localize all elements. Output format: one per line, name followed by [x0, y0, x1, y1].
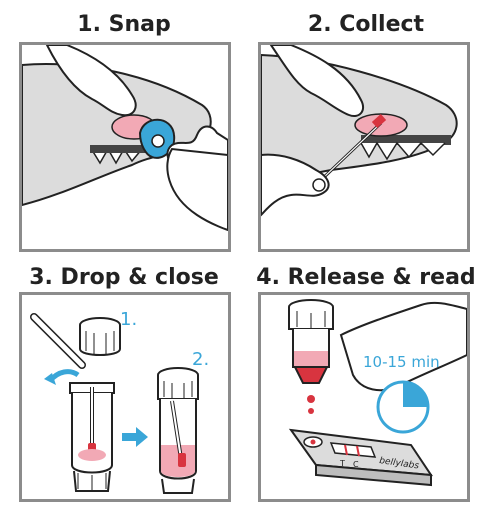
timer-icon: [376, 380, 430, 434]
sub-label-2: 2.: [192, 349, 209, 370]
step-1-panel: [19, 42, 231, 252]
step-3-panel: 1. 2.: [19, 292, 231, 502]
closed-tube-icon: [157, 367, 199, 494]
arrow-right-icon: [122, 427, 148, 447]
step-3-title: 3. Drop & close: [29, 265, 219, 290]
collect-illustration: [261, 45, 458, 217]
hand-icon: [339, 301, 467, 392]
test-marker-t: T: [339, 459, 345, 468]
step-4-title: 4. Release & read: [256, 265, 476, 290]
test-cassette-icon: T C bellylabs: [288, 428, 433, 487]
step-1-title: 1. Snap: [77, 12, 171, 37]
hand-icon: [269, 45, 365, 117]
step-2-panel: [258, 42, 470, 252]
cap-icon: [79, 317, 121, 356]
snap-illustration: [22, 45, 228, 232]
tube-icon: [288, 299, 334, 414]
step-2-title: 2. Collect: [307, 12, 425, 37]
test-marker-c: C: [353, 460, 359, 469]
step-4-panel: 10-15 min T C bellylabs: [258, 292, 470, 502]
sub-label-1: 1.: [120, 309, 137, 330]
release-read-illustration: 10-15 min T C bellylabs: [288, 299, 467, 487]
drop-close-illustration: 1. 2.: [30, 309, 209, 494]
tube-icon: [69, 382, 115, 492]
hand-icon-2: [261, 153, 330, 217]
hand-icon: [45, 45, 137, 117]
timer-label: 10-15 min: [363, 353, 440, 371]
curved-arrow-icon: [48, 369, 80, 383]
